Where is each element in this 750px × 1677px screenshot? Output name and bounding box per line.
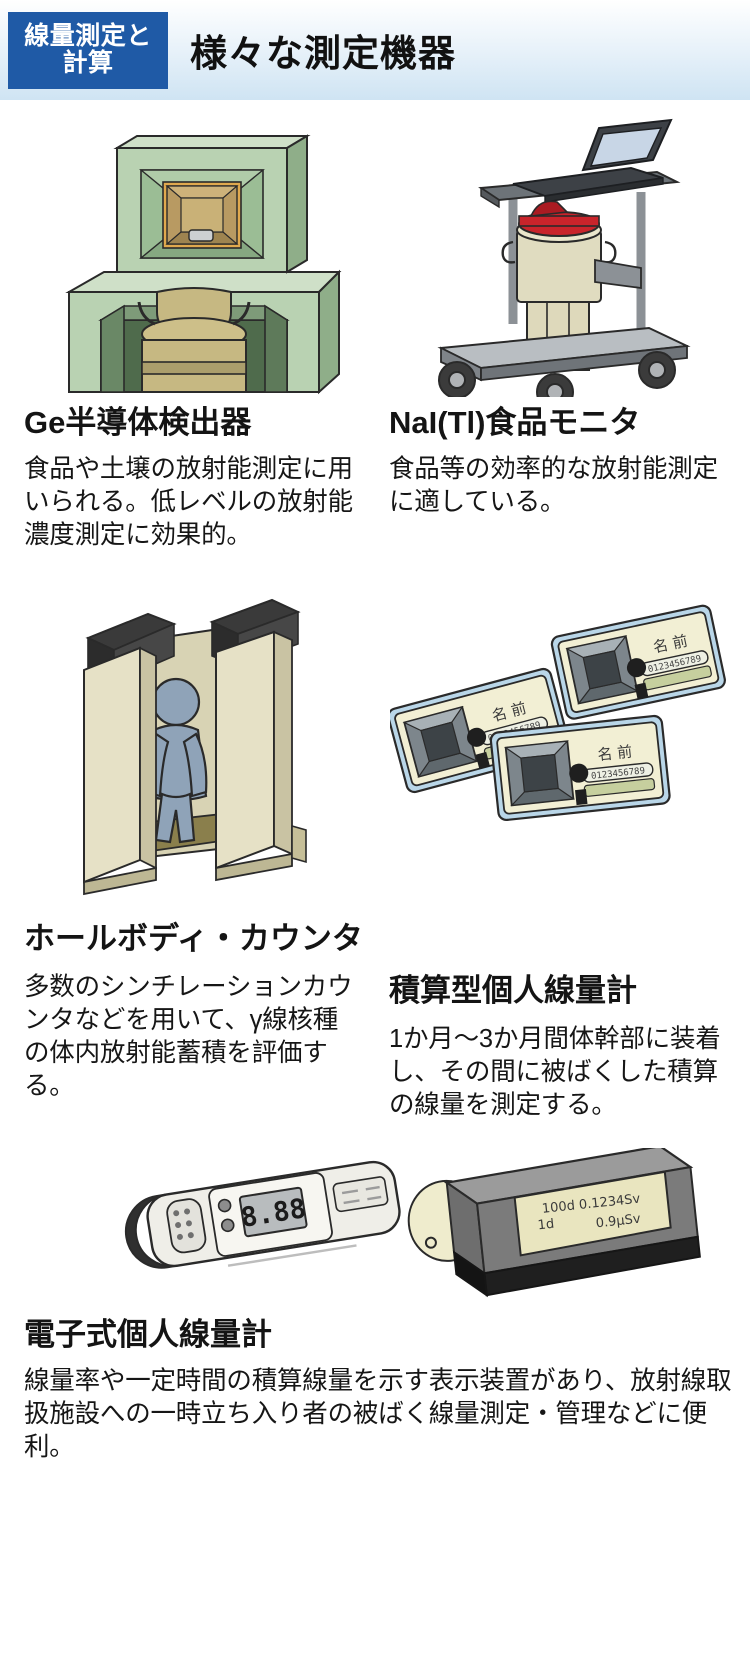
card-title: Ge半導体検出器	[24, 405, 252, 440]
badge-name-label-center: 名 前	[596, 743, 632, 765]
card-whole-body-counter: ホールボディ・カウンタ 多数のシンチレーションカウンタなどを用いて、γ線核種の体…	[0, 586, 375, 1122]
card-body: 1か月～3か月間体幹部に装着し、その間に被ばくした積算の線量を測定する。	[389, 1024, 721, 1120]
whole-body-counter-illustration	[82, 599, 307, 896]
ge-detector-illustration	[64, 134, 341, 395]
card-nai-tl-food-monitor: NaI(Tl)食品モニタ 食品等の効率的な放射能測定に適している。	[375, 112, 750, 552]
box-readout-line2-right: 0.9μSv	[595, 1212, 642, 1232]
category-badge-line2: 計算	[62, 49, 114, 77]
electronic-dosimeter-illustration: 8.88 100d 0.1234Sv	[124, 1148, 701, 1298]
badge-dosimeters-illustration: 名 前 0123456789 名 前	[389, 604, 726, 822]
page-title: 様々な測定機器	[190, 33, 456, 74]
card-title: ホールボディ・カウンタ	[24, 921, 363, 957]
nai-food-monitor-cart-illustration	[436, 118, 691, 397]
box-readout-line2-left: 1d	[537, 1217, 555, 1234]
card-body: 食品等の効率的な放射能測定に適している。	[389, 454, 718, 516]
page-header: 線量測定と 計算 様々な測定機器	[0, 0, 750, 100]
card-electronic-personal-dosimeter: 8.88 100d 0.1234Sv	[0, 1148, 750, 1464]
card-row-1: Ge半導体検出器 食品や土壌の放射能測定に用いられる。低レベルの放射能濃度測定に…	[0, 112, 750, 552]
card-body: 多数のシンチレーションカウンタなどを用いて、γ線核種の体内放射能蓄積を評価する。	[24, 972, 353, 1101]
card-body: 線量率や一定時間の積算線量を示す表示装置があり、放射線取扱施設への一時立ち入り者…	[24, 1367, 732, 1462]
card-body: 食品や土壌の放射能測定に用いられる。低レベルの放射能濃度測定に効果的。	[24, 454, 353, 549]
whole-body-counter-figure	[24, 586, 363, 916]
ge-detector-figure	[24, 112, 363, 402]
card-title: 電子式個人線量計	[24, 1317, 272, 1353]
card-title: NaI(Tl)食品モニタ	[389, 405, 641, 440]
nai-food-monitor-figure	[389, 112, 740, 402]
card-title: 積算型個人線量計	[389, 973, 637, 1009]
electronic-dosimeter-figure: 8.88 100d 0.1234Sv	[24, 1148, 738, 1308]
category-badge-line1: 線量測定と	[24, 22, 152, 50]
category-badge: 線量測定と 計算	[8, 11, 168, 89]
card-integrating-personal-dosimeter: 名 前 0123456789 名 前	[375, 586, 750, 1122]
badge-dosimeters-figure: 名 前 0123456789 名 前	[389, 586, 740, 916]
card-row-2: ホールボディ・カウンタ 多数のシンチレーションカウンタなどを用いて、γ線核種の体…	[0, 586, 750, 1122]
card-ge-semiconductor-detector: Ge半導体検出器 食品や土壌の放射能測定に用いられる。低レベルの放射能濃度測定に…	[0, 112, 375, 552]
